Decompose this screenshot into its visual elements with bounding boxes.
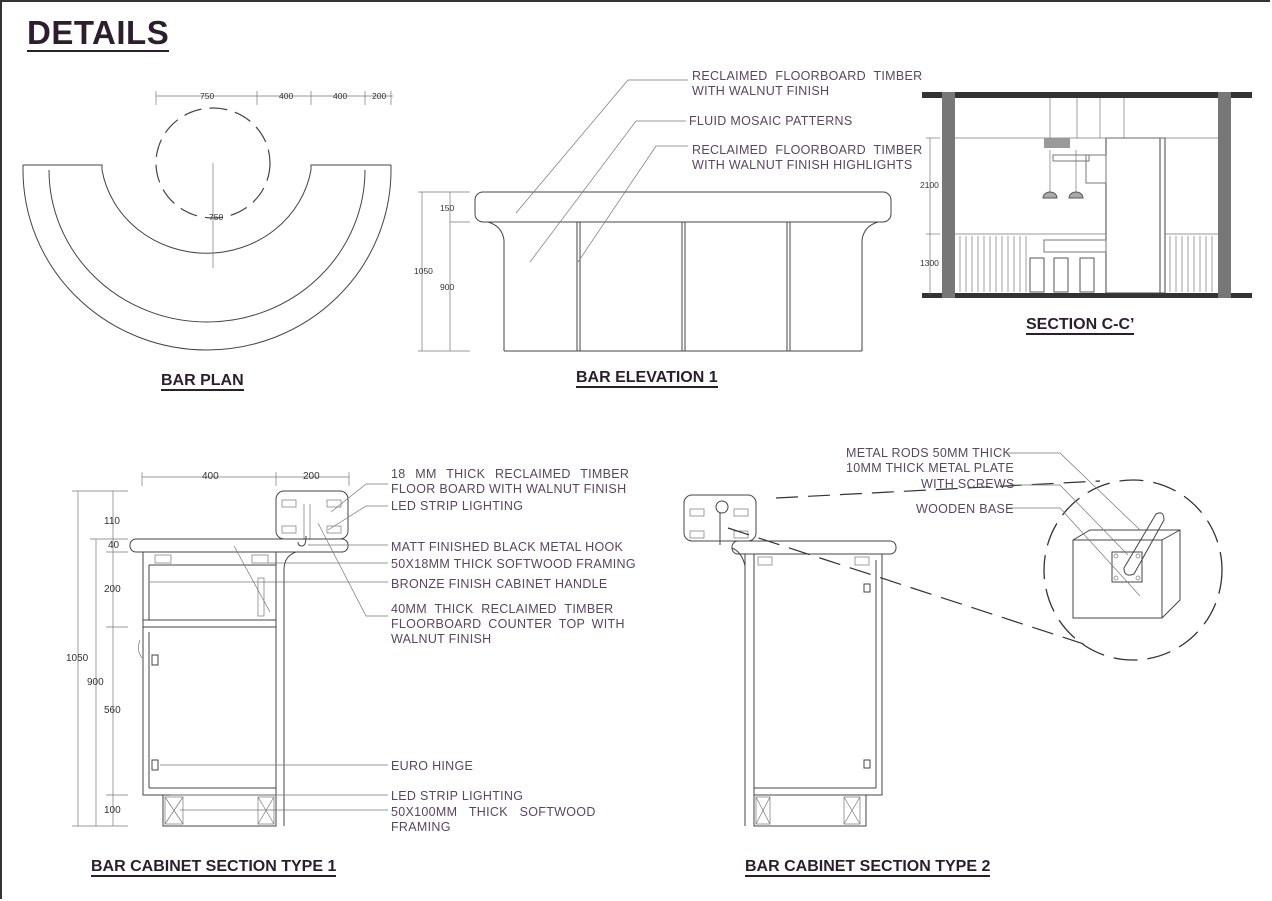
caption-cabinet-type1: BAR CABINET SECTION TYPE 1: [91, 858, 337, 877]
dim-label: 900: [87, 677, 104, 688]
dim-label: 400: [279, 91, 294, 101]
bar-plan-drawing: [22, 91, 393, 351]
note-softwood-framing: 50X18MM THICK SOFTWOOD FRAMING: [391, 557, 636, 571]
note-with-screws: WITH SCREWS: [921, 477, 1015, 491]
dim-label: 150: [440, 203, 455, 213]
caption-bar-elevation: BAR ELEVATION 1: [576, 369, 718, 388]
caption-cabinet-type2: BAR CABINET SECTION TYPE 2: [745, 858, 991, 877]
cabinet-type2-drawing: [683, 452, 1223, 827]
note-euro-hinge: EURO HINGE: [391, 759, 474, 773]
dim-label: 400: [202, 471, 219, 482]
note-floorboard-walnut: FLOOR BOARD WITH WALNUT FINISH: [391, 482, 627, 496]
note-fluid-mosaic: FLUID MOSAIC PATTERNS: [689, 114, 853, 128]
note-cabinet-handle: BRONZE FINISH CABINET HANDLE: [391, 577, 608, 591]
note-floorboard-timber: RECLAIMED FLOORBOARD TIMBER: [692, 69, 923, 83]
note-led-strip: LED STRIP LIGHTING: [391, 499, 524, 513]
dim-label: 40: [108, 540, 120, 551]
dim-label: 400: [333, 91, 348, 101]
note-framing: FRAMING: [391, 820, 451, 834]
dim-label: 750: [200, 91, 215, 101]
dim-label: 900: [440, 282, 455, 292]
dim-label: 1050: [414, 266, 433, 276]
note-metal-hook: MATT FINISHED BLACK METAL HOOK: [391, 540, 624, 554]
bar-elevation-drawing: [418, 79, 892, 352]
note-50x100-softwood: 50X100MM THICK SOFTWOOD: [391, 805, 596, 819]
dim-label: 200: [372, 91, 387, 101]
note-led-strip-2: LED STRIP LIGHTING: [391, 789, 524, 803]
cabinet-type1-drawing: [72, 472, 388, 827]
note-40mm-timber: 40MM THICK RECLAIMED TIMBER: [391, 602, 614, 616]
dim-label: 200: [104, 584, 121, 595]
dim-label: 1300: [920, 258, 939, 268]
dim-label: 1050: [66, 653, 89, 664]
note-counter-top: FLOORBOARD COUNTER TOP WITH: [391, 617, 625, 631]
note-walnut-highlights: WITH WALNUT FINISH HIGHLIGHTS: [692, 158, 913, 172]
note-floorboard-highlights: RECLAIMED FLOORBOARD TIMBER: [692, 143, 923, 157]
dim-label: 200: [303, 471, 320, 482]
dim-label: 2100: [920, 180, 939, 190]
caption-bar-plan: BAR PLAN: [161, 372, 244, 391]
dim-label: 110: [104, 516, 120, 527]
dim-label: 560: [104, 705, 121, 716]
page-title: DETAILS: [27, 14, 170, 52]
dim-label: 100: [104, 805, 121, 816]
note-18mm-timber: 18 MM THICK RECLAIMED TIMBER: [391, 467, 630, 481]
note-metal-plate: 10MM THICK METAL PLATE: [846, 461, 1014, 475]
note-walnut-finish: WITH WALNUT FINISH: [692, 84, 830, 98]
note-wooden-base: WOODEN BASE: [916, 502, 1014, 516]
note-metal-rods: METAL RODS 50MM THICK: [846, 446, 1012, 460]
dim-label: 750: [209, 212, 224, 222]
section-cc-drawing: [922, 92, 1252, 298]
caption-section-cc: SECTION C-C’: [1026, 316, 1135, 335]
note-walnut-finish-2: WALNUT FINISH: [391, 632, 492, 646]
